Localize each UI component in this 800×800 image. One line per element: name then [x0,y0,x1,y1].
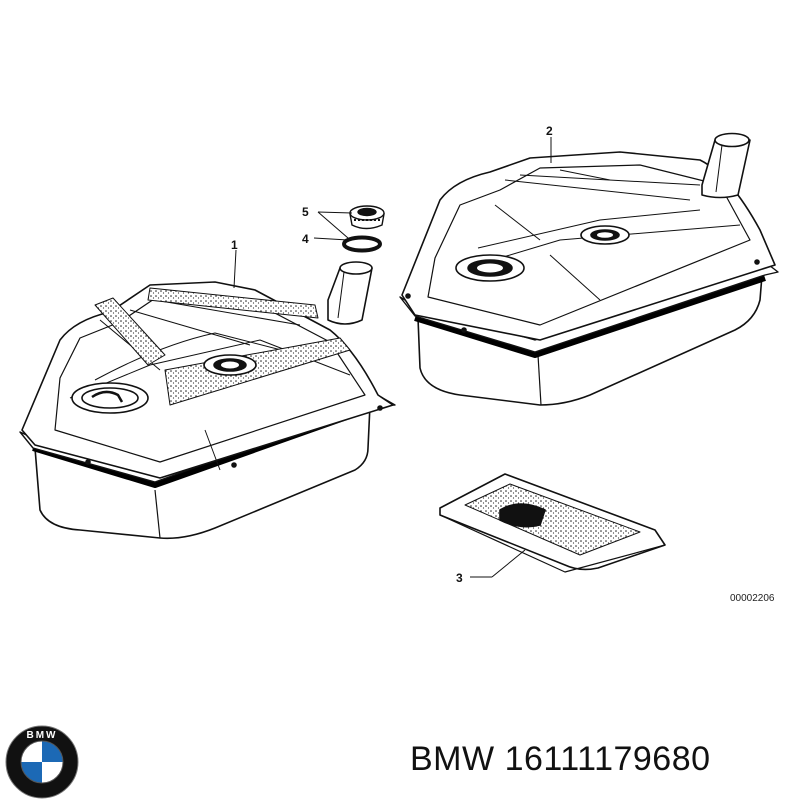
callout-2: 2 [546,124,553,138]
callout-1: 1 [231,238,238,252]
callout-3: 3 [456,571,463,585]
part-3-pad [439,473,666,573]
brand-text: BMW [410,740,495,778]
part-4-gasket [342,235,382,253]
callout-5: 5 [302,205,309,219]
fuel-tank-1 [19,261,396,540]
drawing-number: 00002206 [730,593,775,604]
svg-text:BMW: BMW [27,730,58,741]
fuel-tank-exploded-diagram: 1 2 3 4 5 00002206 [19,124,779,604]
leader-lines [233,137,552,578]
part-number-text: 16111179680 [504,740,711,778]
fuel-tank-2 [399,132,779,406]
part-5-filler-cap [349,205,385,230]
callout-4: 4 [302,232,309,246]
bmw-logo-icon: BMW [5,725,79,799]
